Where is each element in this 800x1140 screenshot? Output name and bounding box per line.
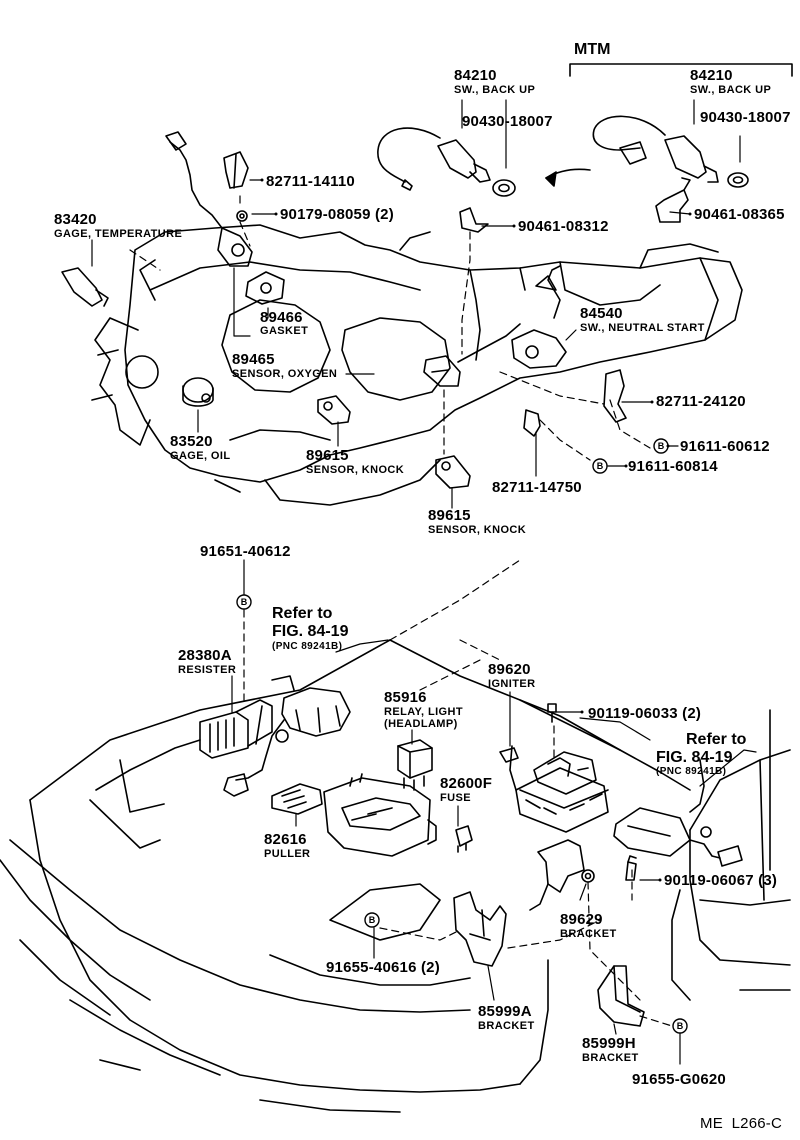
dashed-lines-upper	[129, 195, 651, 461]
part-number: 84210	[454, 67, 497, 84]
part-number: 85999A	[478, 1003, 532, 1020]
part-number: 82600F	[440, 775, 493, 792]
callout-90430-mtm: 90430-18007	[700, 109, 791, 126]
part-number: 84540	[580, 305, 623, 322]
part-name: FUSE	[440, 792, 471, 804]
part-name: GAGE, TEMPERATURE	[54, 228, 183, 240]
part-name: IGNITER	[488, 678, 536, 690]
part-name: BRACKET	[560, 928, 617, 940]
callout-91655-g0620: 91655-G0620	[632, 1071, 726, 1088]
refer-line3: (PNC 89241B)	[272, 641, 343, 652]
part-number: 89465	[232, 351, 275, 368]
part-number: 85916	[384, 689, 427, 706]
refer-line1: Refer to	[272, 605, 333, 622]
part-name: GAGE, OIL	[170, 450, 231, 462]
part-number: 85999H	[582, 1035, 636, 1052]
vehicle-front-drawing	[0, 639, 791, 1113]
callout-91611-60814: 91611-60814	[628, 458, 718, 475]
part-name: PULLER	[264, 848, 311, 860]
backup-switch-at-drawing	[377, 127, 516, 197]
callout-90119-06067: 90119-06067 (3)	[664, 872, 778, 889]
callout-82711-24120: 82711-24120	[656, 393, 746, 410]
part-name: SENSOR, KNOCK	[306, 464, 405, 476]
figure-code: ME L266-C	[700, 1115, 783, 1132]
part-name: SW., BACK UP	[690, 84, 772, 96]
bolt-marker-label: B	[658, 441, 665, 451]
refer-line1: Refer to	[686, 731, 747, 748]
callout-91651: 91651-40612	[200, 543, 291, 560]
part-number: 89620	[488, 661, 531, 678]
engine-transmission-drawing	[91, 224, 743, 506]
refer-line2: FIG. 84-19	[656, 749, 733, 766]
callout-90179: 90179-08059 (2)	[280, 206, 394, 223]
dashed-lines-lower	[243, 559, 673, 1027]
callout-91655-40616: 91655-40616 (2)	[326, 959, 440, 976]
bolt-marker-label: B	[677, 1021, 684, 1031]
part-name: GASKET	[260, 325, 309, 337]
part-name: RESISTER	[178, 664, 237, 676]
part-number: 84210	[690, 67, 733, 84]
part-name: BRACKET	[478, 1020, 535, 1032]
part-number: 28380A	[178, 647, 232, 664]
callout-90461-08312: 90461-08312	[518, 218, 609, 235]
mtm-label: MTM	[574, 41, 611, 58]
part-number: 89466	[260, 309, 303, 326]
callout-82711-14110: 82711-14110	[266, 173, 355, 190]
refer-line2: FIG. 84-19	[272, 623, 349, 640]
resistor-drawing	[199, 675, 351, 797]
part-name: SENSOR, OXYGEN	[232, 368, 338, 380]
backup-switch-mtm-drawing	[545, 63, 793, 223]
part-number: 89615	[428, 507, 471, 524]
brackets-drawing	[453, 839, 645, 1027]
refer-line3: (PNC 89241B)	[656, 766, 727, 777]
relay-fuse-drawing	[397, 739, 473, 853]
part-number: 89629	[560, 911, 603, 928]
bolt-marker-label: B	[597, 461, 604, 471]
part-number: 83520	[170, 433, 213, 450]
part-number: 82616	[264, 831, 307, 848]
leader-lines-upper	[91, 99, 741, 509]
small-clips-drawing	[61, 131, 627, 489]
callout-90461-08365: 90461-08365	[694, 206, 785, 223]
leader-lines-lower	[231, 559, 757, 1065]
coil-drawing	[613, 759, 743, 867]
callout-90119-06033: 90119-06033 (2)	[588, 705, 702, 722]
part-number: 83420	[54, 211, 97, 228]
part-number: 89615	[306, 447, 349, 464]
part-name: SW., BACK UP	[454, 84, 536, 96]
part-name: SENSOR, KNOCK	[428, 524, 527, 536]
part-subname: (HEADLAMP)	[384, 718, 458, 730]
puller-fuse-box-drawing	[271, 773, 437, 857]
part-name: RELAY, LIGHT	[384, 706, 463, 718]
part-name: SW., NEUTRAL START	[580, 322, 705, 334]
callout-82711-14750: 82711-14750	[492, 479, 582, 496]
bolt-marker-label: B	[241, 597, 248, 607]
bolt-marker-label: B	[369, 915, 376, 925]
part-name: BRACKET	[582, 1052, 639, 1064]
bolt-marker-icons	[236, 438, 688, 1034]
callout-91611-60612: 91611-60612	[680, 438, 770, 455]
igniter-drawing	[499, 703, 609, 833]
callout-90430-at: 90430-18007	[462, 113, 553, 130]
